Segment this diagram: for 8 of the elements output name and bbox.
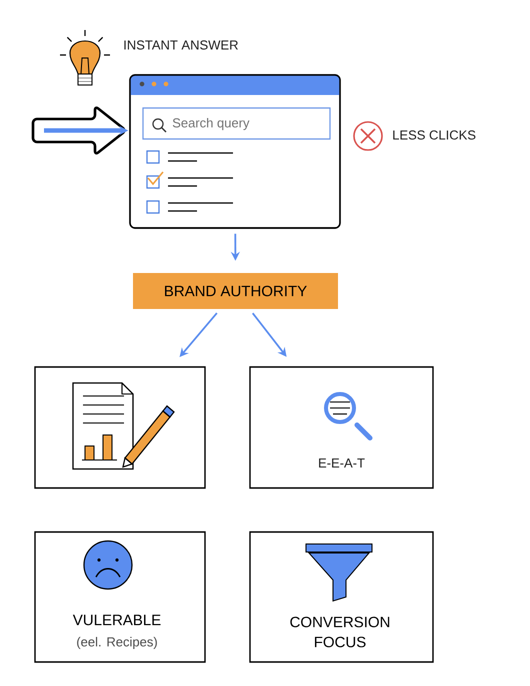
process-box: BRAND AUTHORITY bbox=[133, 273, 338, 309]
search-field: Search query bbox=[142, 107, 331, 140]
card: CONVERSION FOCUS bbox=[249, 531, 434, 663]
card: VULERABLE (eel. Recipes) bbox=[34, 531, 206, 663]
heading: INSTANT ANSWER bbox=[124, 40, 238, 50]
card bbox=[34, 366, 206, 489]
heading: LESS CLICKS bbox=[393, 130, 476, 140]
card: E-E-A-T bbox=[249, 366, 434, 489]
